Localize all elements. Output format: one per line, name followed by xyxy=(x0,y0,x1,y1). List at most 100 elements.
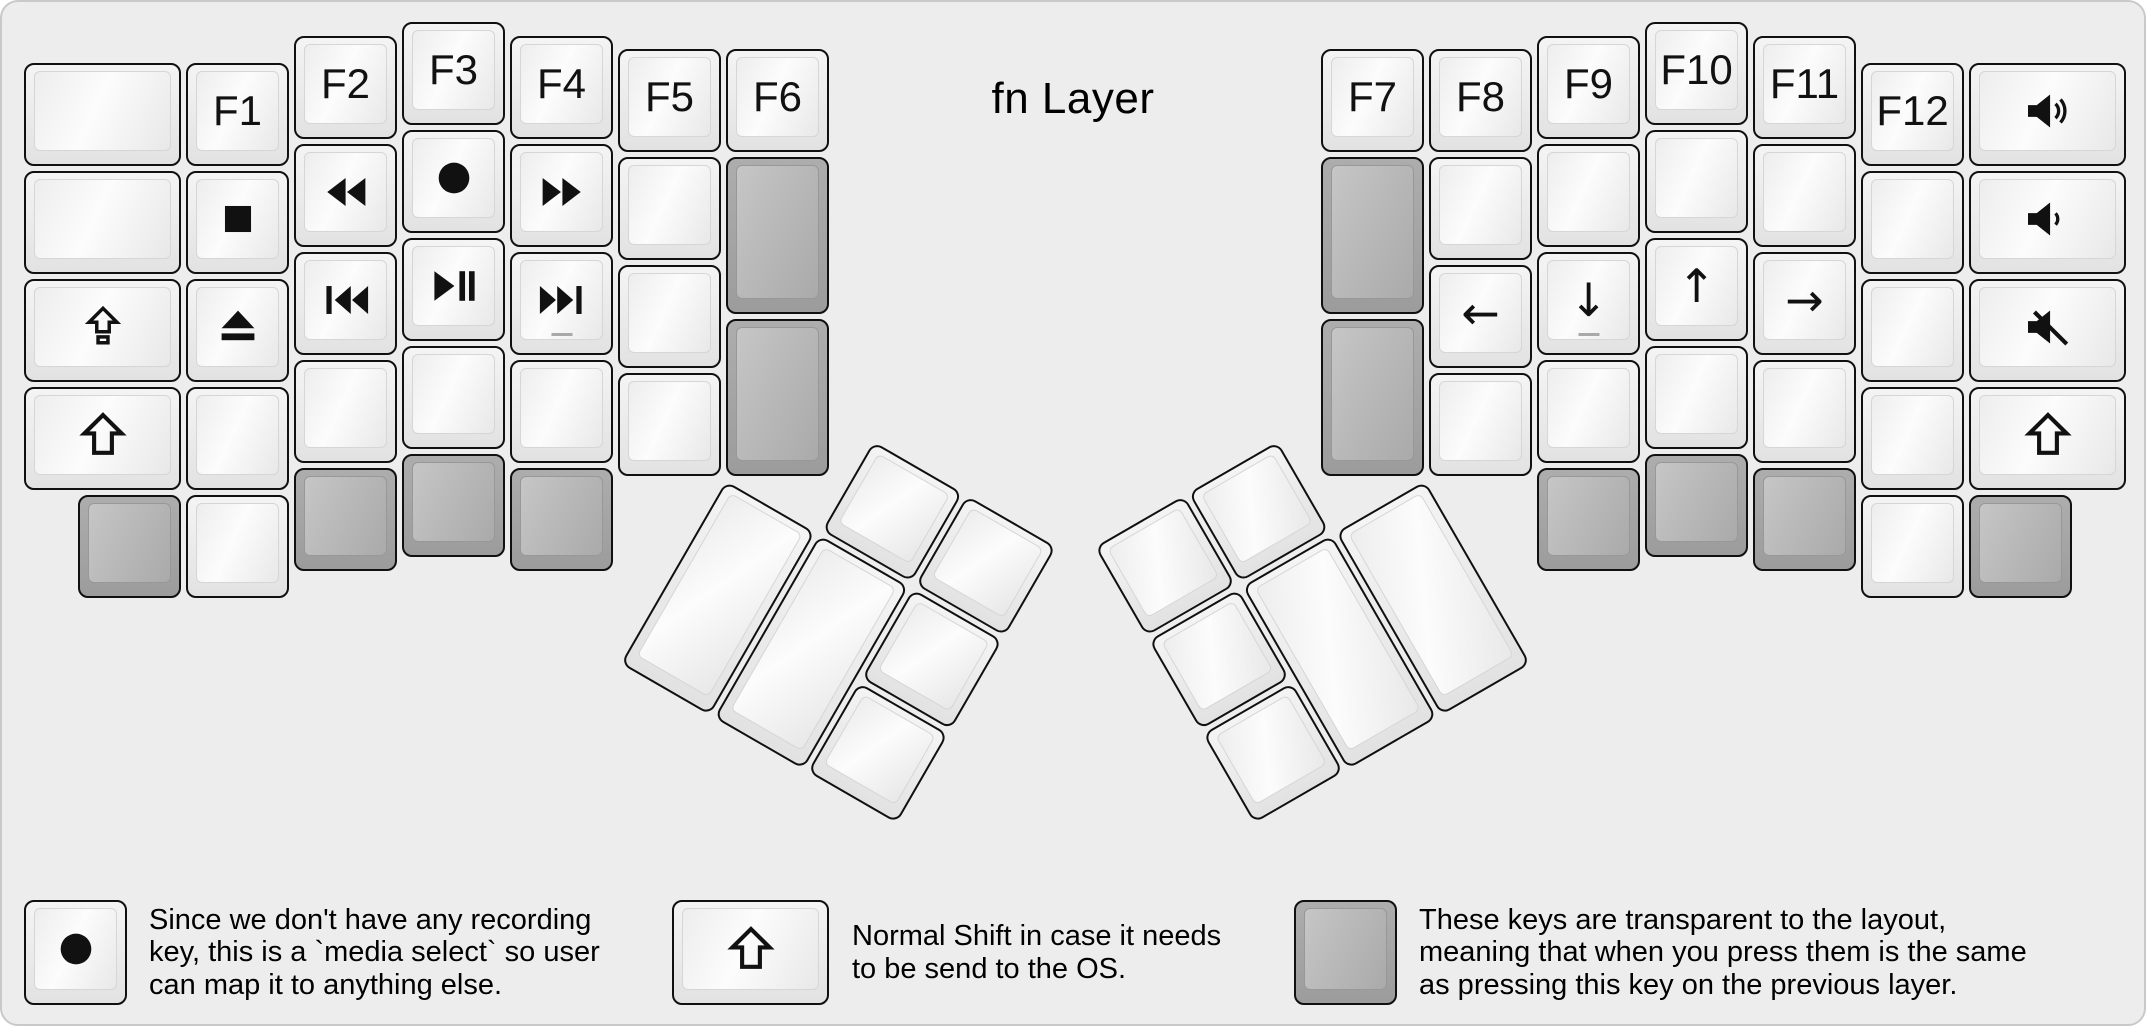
key-transparent[interactable] xyxy=(1969,495,2072,598)
key-record[interactable] xyxy=(402,130,505,233)
keycap-top xyxy=(520,368,603,448)
key-arrow-up[interactable]: ↑ xyxy=(1645,238,1748,341)
key-play-pause[interactable] xyxy=(402,238,505,341)
keycap-top: F5 xyxy=(628,57,711,137)
key-fast-forward[interactable] xyxy=(510,144,613,247)
key-volume-mute[interactable] xyxy=(1969,279,2126,382)
key-arrow-left[interactable]: ← xyxy=(1429,265,1532,368)
keycap-top xyxy=(1547,152,1630,232)
legend-text-line: to be send to the OS. xyxy=(852,952,1127,985)
key-rewind[interactable] xyxy=(294,144,397,247)
key-label: ↑ xyxy=(1677,259,1716,313)
key-blank[interactable] xyxy=(1645,346,1748,449)
key-prev-track[interactable] xyxy=(294,252,397,355)
key-blank[interactable] xyxy=(402,346,505,449)
key-stop[interactable] xyxy=(186,171,289,274)
front-dash xyxy=(551,333,572,336)
page-title: fn Layer xyxy=(991,74,1155,123)
key-transparent[interactable] xyxy=(402,454,505,557)
legend-key-record xyxy=(24,900,127,1005)
key-transparent[interactable] xyxy=(294,468,397,571)
key-eject[interactable] xyxy=(186,279,289,382)
play-pause-icon xyxy=(429,261,479,311)
key-arrow-down[interactable]: ↓ xyxy=(1537,252,1640,355)
key-blank[interactable] xyxy=(1753,360,1856,463)
keycap-top: ↓ xyxy=(1547,260,1630,340)
key-label: F9 xyxy=(1563,60,1613,107)
key-f3[interactable]: F3 xyxy=(402,22,505,125)
key-blank[interactable] xyxy=(294,360,397,463)
key-blank[interactable] xyxy=(1645,130,1748,233)
key-caps-lock[interactable] xyxy=(24,279,181,382)
key-volume-down[interactable] xyxy=(1969,171,2126,274)
keycap-top xyxy=(1763,368,1846,448)
key-f7[interactable]: F7 xyxy=(1321,49,1424,152)
keycap-top xyxy=(1547,368,1630,448)
key-blank[interactable] xyxy=(24,171,181,274)
key-shift-right[interactable] xyxy=(1969,387,2126,490)
front-dash xyxy=(1578,333,1599,336)
key-transparent[interactable] xyxy=(1321,157,1424,314)
key-blank[interactable] xyxy=(618,265,721,368)
key-f10[interactable]: F10 xyxy=(1645,22,1748,125)
key-label: F4 xyxy=(536,60,586,107)
keycap-top xyxy=(34,71,171,151)
key-blank[interactable] xyxy=(1429,373,1532,476)
keycap-top xyxy=(34,287,171,367)
key-f6[interactable]: F6 xyxy=(726,49,829,152)
key-blank[interactable] xyxy=(510,360,613,463)
legend-text-line: key, this is a `media select` so user xyxy=(149,936,600,969)
volume-down-icon xyxy=(2023,194,2073,244)
key-blank[interactable] xyxy=(24,63,181,166)
key-shift-left[interactable] xyxy=(24,387,181,490)
keycap-top xyxy=(412,354,495,434)
key-blank[interactable] xyxy=(1537,144,1640,247)
key-transparent[interactable] xyxy=(726,319,829,476)
key-blank[interactable] xyxy=(1861,387,1964,490)
key-arrow-right[interactable]: → xyxy=(1753,252,1856,355)
key-next-track[interactable] xyxy=(510,252,613,355)
prev-track-icon xyxy=(321,275,371,325)
key-f2[interactable]: F2 xyxy=(294,36,397,139)
key-blank[interactable] xyxy=(186,495,289,598)
key-blank[interactable] xyxy=(1861,495,1964,598)
key-blank[interactable] xyxy=(1429,157,1532,260)
key-transparent[interactable] xyxy=(78,495,181,598)
key-f1[interactable]: F1 xyxy=(186,63,289,166)
legend-text-line: meaning that when you press them is the … xyxy=(1419,936,2027,969)
keycap-top xyxy=(1655,138,1738,218)
key-f5[interactable]: F5 xyxy=(618,49,721,152)
key-blank[interactable] xyxy=(1861,171,1964,274)
keycap-top xyxy=(1871,287,1954,367)
key-transparent[interactable] xyxy=(1321,319,1424,476)
key-blank[interactable] xyxy=(1861,279,1964,382)
keycap-top xyxy=(1331,327,1414,461)
key-label: F3 xyxy=(428,46,478,93)
key-f9[interactable]: F9 xyxy=(1537,36,1640,139)
key-blank[interactable] xyxy=(618,373,721,476)
key-label: → xyxy=(1785,273,1824,327)
keycap-top xyxy=(520,260,603,340)
key-blank[interactable] xyxy=(186,387,289,490)
key-blank[interactable] xyxy=(1537,360,1640,463)
key-f12[interactable]: F12 xyxy=(1861,63,1964,166)
keycap-top: F7 xyxy=(1331,57,1414,137)
key-f11[interactable]: F11 xyxy=(1753,36,1856,139)
key-transparent[interactable] xyxy=(1645,454,1748,557)
key-transparent[interactable] xyxy=(510,468,613,571)
key-transparent[interactable] xyxy=(1537,468,1640,571)
next-track-icon xyxy=(537,275,587,325)
key-blank[interactable] xyxy=(618,157,721,260)
eject-icon xyxy=(214,303,262,351)
key-volume-up[interactable] xyxy=(1969,63,2126,166)
keycap-top: F12 xyxy=(1871,71,1954,151)
key-label: F2 xyxy=(320,60,370,107)
keycap-top: F3 xyxy=(412,30,495,110)
key-f4[interactable]: F4 xyxy=(510,36,613,139)
key-transparent[interactable] xyxy=(726,157,829,314)
key-transparent[interactable] xyxy=(1753,468,1856,571)
keycap-top: F11 xyxy=(1763,44,1846,124)
keycap-top xyxy=(1979,503,2062,583)
key-blank[interactable] xyxy=(1753,144,1856,247)
key-f8[interactable]: F8 xyxy=(1429,49,1532,152)
